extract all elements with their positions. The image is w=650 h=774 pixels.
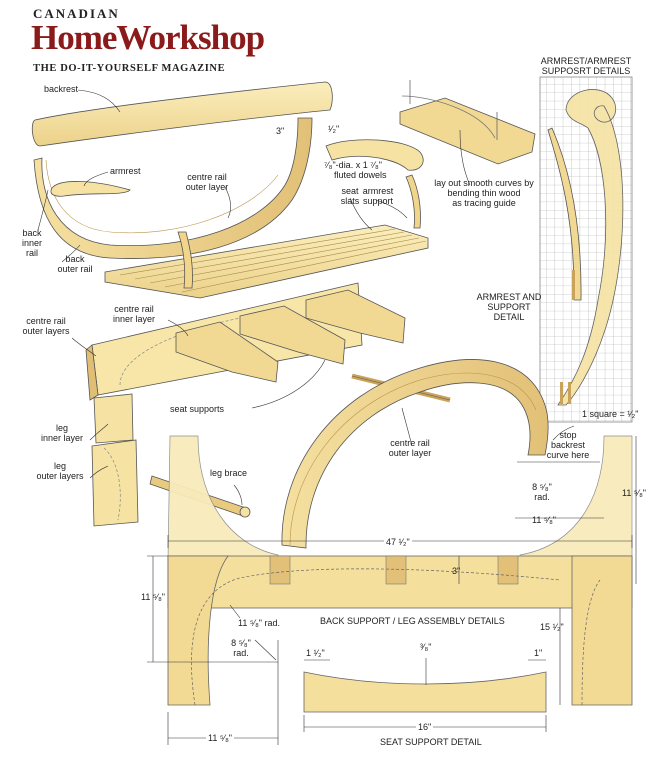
dim-8-5-8-rad-2: rad. (534, 492, 550, 502)
label-back-inner-rail-2: inner (21, 238, 42, 248)
label-back-outer-rail-2: outer rail (57, 264, 93, 274)
label-tracing-guide-2: bending thin wood (447, 188, 521, 198)
dim-3in-rail: 3" (452, 566, 461, 576)
dowel-mark (560, 382, 563, 404)
armrest-part (50, 181, 131, 197)
armrest-support-profile-shape (547, 127, 582, 301)
leg-inner-layer-part (93, 393, 134, 444)
label-leg-outer-layers-2: outer layers (36, 471, 84, 481)
label-armrest-support-2: support (362, 196, 394, 206)
dim-11-5-8-horizontal: 11 ⁵⁄₈" (532, 515, 557, 525)
label-centre-rail-outer-layer-2: outer layer (388, 448, 432, 458)
caption-seat-support: SEAT SUPPORT DETAIL (380, 737, 482, 747)
label-square-scale: 1 square = ¹⁄₂" (582, 409, 639, 419)
dim-3in-backrest: 3" (276, 126, 285, 136)
label-back-inner-rail-3: rail (25, 248, 38, 258)
dim-11-5-8-bottom: 11 ⁵⁄₈" (206, 733, 235, 743)
dim-16in: 16" (416, 722, 434, 732)
label-armrest-support-detail-1: ARMREST AND (476, 292, 542, 302)
backrest-part (31, 81, 333, 147)
brand-tagline: THE DO-IT-YOURSELF MAGAZINE (33, 63, 226, 74)
armrest-profile-shape (557, 89, 624, 406)
dim-3-8: ³⁄₈" (420, 642, 432, 652)
label-tracing-guide-3: as tracing guide (452, 198, 516, 208)
label-armrest-support-detail-2: SUPPORT (487, 302, 531, 312)
label-armrest-details-1: ARMREST/ARMREST (540, 56, 632, 66)
tracing-guide-block (399, 97, 536, 165)
label-seat-slats-1: seat (341, 186, 359, 196)
dim-8-5-8-rad-b-2: rad. (233, 648, 249, 658)
centre-rail-assembly-part (85, 282, 406, 401)
label-centre-rail-outer-layers-1: centre rail (26, 316, 66, 326)
armrest-grid-panel (539, 76, 633, 423)
label-tracing-guide-1: lay out smooth curves by (434, 178, 534, 188)
dim-15-1-2: 15 ¹⁄₂" (540, 622, 564, 632)
dowel-mark (568, 382, 571, 404)
seat-support-detail (303, 658, 547, 732)
label-backrest: backrest (44, 84, 79, 94)
label-leg-outer-layers-1: leg (53, 461, 66, 471)
dim-half-in: ¹⁄₂" (328, 124, 340, 134)
label-armrest-details-2: SUPPOSRT DETAILS (541, 66, 631, 76)
dim-8-5-8-rad-1: 8 ⁵⁄₈" (532, 482, 552, 492)
dim-47-1-2: 47 ¹⁄₂" (384, 537, 412, 547)
label-centre-rail-inner-layer-1: centre rail (114, 304, 154, 314)
label-centre-rail-inner-layer-2: inner layer (112, 314, 156, 324)
dowel-mark (572, 270, 575, 300)
armrest-right-part (325, 139, 424, 171)
dim-1in: 1" (534, 648, 543, 658)
label-dowels-2: fluted dowels (334, 170, 387, 180)
label-back-inner-rail-1: back (22, 228, 42, 238)
label-centre-rail-outer-layer-1: centre rail (390, 438, 430, 448)
label-armrest: armrest (110, 166, 141, 176)
label-centre-rail-outer-layers-2: outer layers (22, 326, 70, 336)
label-stop-backrest-2: backrest (550, 440, 585, 450)
label-stop-backrest-1: stop (559, 430, 577, 440)
label-stop-backrest-3: curve here (546, 450, 590, 460)
seat-slats-part (104, 224, 429, 299)
label-seat-supports: seat supports (170, 404, 225, 414)
label-leg-brace: leg brace (210, 468, 248, 478)
back-outer-rail-part (33, 117, 313, 259)
brand-logo: HomeWorkshop (31, 18, 265, 57)
brand-top: CANADIAN (33, 6, 120, 21)
back-support-leg-assembly (147, 435, 637, 745)
dim-1-1-2: 1 ¹⁄₂" (306, 648, 325, 658)
label-armrest-support-1: armrest (362, 186, 394, 196)
dim-8-5-8-rad-b-1: 8 ⁵⁄₈" (231, 638, 251, 648)
label-armrest-support-detail-3: DETAIL (493, 312, 525, 322)
centre-rail-outer-layer-part (281, 359, 549, 549)
leg-outer-layers-part (91, 439, 139, 527)
dim-11-5-8-right: 11 ⁵⁄₈" (622, 488, 647, 498)
label-centre-rail-outer-top-2: outer layer (185, 182, 229, 192)
label-leg-inner-layer-2: inner layer (40, 433, 84, 443)
caption-back-support: BACK SUPPORT / LEG ASSEMBLY DETAILS (320, 616, 505, 626)
label-leg-inner-layer-1: leg (55, 423, 68, 433)
armrest-support-part (405, 174, 421, 229)
label-centre-rail-outer-top-1: centre rail (187, 172, 227, 182)
dim-11-5-8-rad: 11 ⁵⁄₈" rad. (238, 618, 281, 628)
label-seat-slats-2: slats (340, 196, 360, 206)
label-back-outer-rail-1: back (65, 254, 85, 264)
label-dowels-1: ⁷⁄₈"-dia. x 1 ⁷⁄₈" (324, 160, 382, 170)
dim-11-5-8-left: 11 ⁵⁄₈" (141, 592, 166, 602)
leader-lines (37, 89, 575, 506)
